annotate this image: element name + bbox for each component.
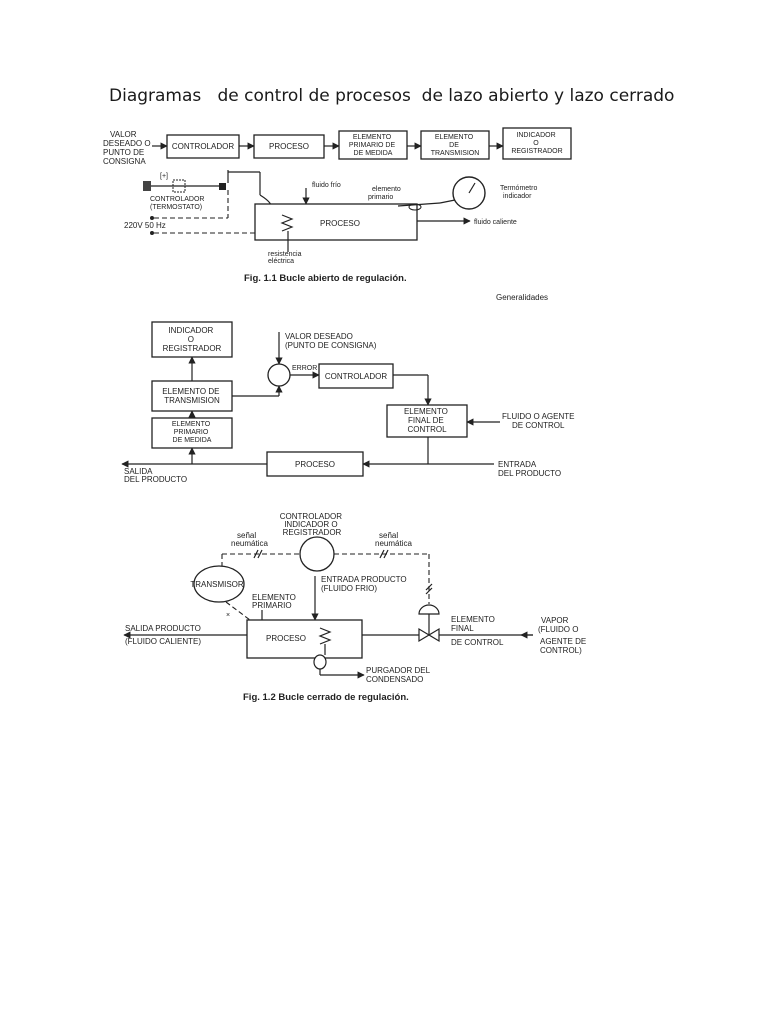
fig1-caption: Fig. 1.1 Bucle abierto de regulación. <box>244 273 407 284</box>
fig2-header-fragment: Generalidades <box>496 293 548 302</box>
fig3-vapor: VAPOR (FLUIDO O AGENTE DE CONTROL) <box>538 616 588 655</box>
fig3-entrada: ENTRADA PRODUCTO (FLUIDO FRIO) <box>321 575 409 593</box>
fig1-resistencia-label: resistencia eléctrica <box>268 251 303 265</box>
fig1-block-primario <box>338 130 408 160</box>
fig3-elemento-primario: ELEMENTO PRIMARIO <box>252 593 298 610</box>
svg-text:PROCESO: PROCESO <box>269 142 309 151</box>
fig3-caption: Fig. 1.2 Bucle cerrado de regulación. <box>243 692 409 703</box>
fig2-block-indicador <box>151 321 233 358</box>
svg-text:×: × <box>226 612 230 619</box>
svg-text:CONTROLADOR: CONTROLADOR <box>325 372 387 381</box>
fig2-entrada: ENTRADA DEL PRODUCTO <box>498 460 561 478</box>
fig3-purgador: PURGADOR DEL CONDENSADO <box>366 666 432 684</box>
svg-text:TRANSMISOR: TRANSMISOR <box>190 580 244 589</box>
fig1-termometro-label: Termómetro indicador <box>500 185 539 200</box>
fig3-senal-left: señal neumática <box>231 531 268 548</box>
fig2-block-transmision <box>151 380 233 412</box>
svg-text:ELEMENTO DE TRANSMISION: ELEMENTO DE TRANSMISION <box>162 387 221 405</box>
fig1-fluido-frio: fluido frío <box>312 182 341 189</box>
figure-open-loop: VALOR DESEADO O PUNTO DE CONSIGNA CONTRO… <box>103 127 572 284</box>
fig3-transmisor <box>193 565 245 603</box>
svg-text:PROCESO: PROCESO <box>295 460 335 469</box>
fig3-salida: SALIDA PRODUCTO (FLUIDO CALIENTE) <box>125 624 203 646</box>
fig1-input-label: VALOR DESEADO O PUNTO DE CONSIGNA <box>103 130 153 166</box>
fig1-supply-label: 220V 50 Hz <box>124 221 166 230</box>
svg-text:INDICADOR O REGIST: INDICADOR O REGISTRADOR <box>163 326 222 353</box>
svg-text:ELEMENTO DE TRANSM: ELEMENTO DE TRANSMISION <box>431 134 480 157</box>
fig3-process-vessel <box>246 619 363 659</box>
fig3-elemento-final: ELEMENTO FINAL DE CONTROL <box>451 615 504 647</box>
svg-text:PROCESO: PROCESO <box>266 634 306 643</box>
fig3-controlador-circle <box>299 536 335 572</box>
fig2-block-controlador <box>318 363 394 389</box>
svg-text:ELEMENTO PRIMARIO DE: ELEMENTO PRIMARIO DE DE MEDIDA <box>349 134 397 157</box>
fig3-purgador-icon <box>313 654 327 670</box>
fig1-fluido-caliente: fluido caliente <box>474 219 517 226</box>
fig1-block-indicador <box>502 127 572 160</box>
page-title: Diagramas de control de procesos de lazo… <box>109 86 675 106</box>
fig2-block-primario <box>151 417 233 449</box>
fig2-block-proceso <box>266 451 364 477</box>
fig3-controlador-label: CONTROLADOR INDICADOR O REGISTRADOR <box>280 512 344 537</box>
fig1-elemento-primario: elemento primario <box>368 186 403 201</box>
fig2-salida: SALIDA DEL PRODUCTO <box>124 467 187 484</box>
fig1-process-vessel <box>254 203 418 241</box>
fig1-block-transmision <box>420 130 490 160</box>
svg-text:ELEMENTO PRIMARIO: ELEMENTO PRIMARIO DE MEDIDA <box>172 421 212 444</box>
fig2-comparator <box>267 363 291 387</box>
figure-closed-loop-process: CONTROLADOR INDICADOR O REGISTRADOR seña… <box>123 512 588 703</box>
fig2-fluido-agente: FLUIDO O AGENTE DE CONTROL <box>502 412 577 430</box>
figure-closed-loop-block: Generalidades INDICADOR O REGISTRADOR VA… <box>121 293 577 484</box>
fig2-valor-deseado: VALOR DESEADO (PUNTO DE CONSIGNA) <box>285 332 377 350</box>
svg-text:ERROR: ERROR <box>292 365 317 372</box>
svg-text:PROCESO: PROCESO <box>320 219 360 228</box>
svg-text:ELEMENTO FINAL DE: ELEMENTO FINAL DE CONTROL <box>404 407 450 434</box>
svg-text:[+]: [+] <box>160 173 168 180</box>
fig3-senal-right: señal neumática <box>375 531 412 548</box>
svg-text:CONTROLADOR: CONTROLADOR <box>172 142 234 151</box>
fig1-controlador-label: CONTROLADOR (TERMOSTATO) <box>150 196 206 211</box>
fig2-block-elemento-final <box>386 404 468 438</box>
thermostat-icon <box>143 181 151 191</box>
svg-text:INDICADOR O REGIST: INDICADOR O REGISTRADOR <box>511 132 562 155</box>
